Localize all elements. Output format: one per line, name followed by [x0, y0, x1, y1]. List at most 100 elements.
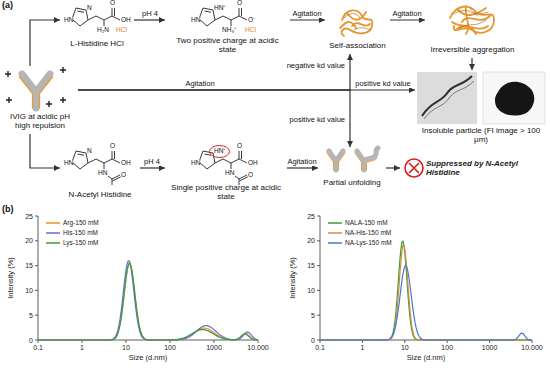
particle-image: Insoluble particle (FI image > 100 μm)	[417, 126, 545, 144]
atom-label: O	[237, 143, 242, 150]
molecule-label: Two positive charge at acidic state	[167, 36, 288, 54]
tick-label: 0	[311, 337, 315, 344]
connector-arrow	[134, 19, 165, 20]
bond-lines	[199, 151, 248, 185]
particle-filament	[424, 81, 474, 119]
atom-label: O	[248, 172, 253, 179]
connector-arrow	[30, 20, 60, 66]
legend-line	[46, 230, 60, 236]
antibody-pair	[327, 148, 378, 170]
atom-label: HN	[225, 170, 234, 177]
connector-arrow	[386, 167, 400, 168]
tick-label: 20	[25, 237, 33, 244]
legend-text: Lys-150 mM	[63, 240, 99, 247]
atom-label: HN⁺	[214, 5, 225, 12]
molecule	[72, 151, 121, 185]
molecule-label: L-Histidine HCl	[70, 39, 123, 48]
blocked-circle	[405, 159, 423, 177]
atom-label: HN	[191, 160, 200, 167]
tick-label: 10	[25, 287, 33, 294]
arrow-label: positive kd value	[289, 116, 346, 124]
atom-label: O	[237, 0, 242, 7]
connector-arrow	[78, 90, 350, 147]
atom-label: N	[87, 148, 92, 155]
antibody-outline	[327, 153, 345, 170]
connector-arrow	[140, 167, 165, 168]
connector-arrow	[290, 19, 325, 20]
legend-line	[328, 243, 342, 245]
tick-label: 25	[25, 213, 33, 220]
legend-line	[46, 220, 60, 226]
axis-title: Intensity (%)	[7, 257, 15, 299]
aggregate-strand	[340, 10, 372, 36]
atom-label: O	[121, 172, 126, 179]
legend-line	[46, 223, 60, 225]
data-curve	[320, 241, 532, 340]
atom-label: OH	[248, 160, 258, 167]
connector-arrow	[390, 19, 425, 20]
legend-line	[328, 233, 342, 235]
legend-text: NA-His-150 mM	[345, 230, 391, 237]
legend-line	[328, 230, 342, 236]
antibody-body	[329, 151, 343, 170]
antibody-body	[22, 74, 50, 108]
arrow-label: Agitation	[391, 10, 422, 18]
bond-lines	[72, 8, 120, 26]
legend-row: NA-His-150 mM	[328, 230, 391, 237]
molecule	[72, 8, 120, 26]
data-curve	[320, 266, 532, 340]
legend-row: His-150 mM	[46, 230, 98, 237]
axis-title: Size (d.nm)	[407, 354, 445, 362]
connector-arrow	[471, 58, 472, 70]
atom-label: HN	[98, 170, 107, 177]
atom-label: OH	[121, 17, 131, 24]
arrow-label: Agitation	[184, 80, 215, 88]
axis-title: Size (d.nm)	[129, 354, 167, 362]
molecule-label: Single positive charge at acidic state	[167, 183, 285, 201]
atom-label: HN⁺	[214, 148, 225, 155]
molecule-label: N-Acetyl Histidine	[68, 190, 131, 199]
blocked-symbol	[405, 159, 423, 177]
tick-label: 10	[122, 344, 130, 351]
atom-label: HN	[64, 17, 73, 24]
molecule	[199, 151, 248, 185]
legend-line	[46, 243, 60, 245]
stage-label: Irreversible aggregation	[430, 45, 514, 54]
atom-label: OH	[121, 160, 131, 167]
data-curve	[38, 261, 258, 340]
atom-label: H₂N	[97, 27, 109, 34]
atom-label: HN	[191, 17, 200, 24]
arrow-label: pH 4	[141, 10, 159, 18]
tick-label: 20	[307, 237, 315, 244]
atom-label: HN	[64, 160, 73, 167]
plus-charges	[5, 67, 66, 107]
chart-curves	[38, 241, 532, 340]
micrograph	[483, 72, 545, 124]
node-box: IVIG at acidic pH high repulsion	[2, 66, 78, 134]
atom-label: O	[110, 143, 115, 150]
particle-blob	[495, 82, 534, 116]
connector-arrow	[78, 54, 350, 90]
particle-filament	[422, 76, 472, 116]
legend-text: Arg-150 mM	[63, 220, 99, 227]
arrow-label: negative kd value	[286, 62, 346, 70]
tick-label: 25	[307, 213, 315, 220]
aggregate-blob	[340, 10, 372, 36]
tick-label: 1	[80, 344, 84, 351]
outcome-label: Suppressed by N-Acetyl Histidine	[426, 159, 546, 177]
bond-lines	[72, 151, 121, 185]
arrow-label: Agitation	[291, 10, 322, 18]
tick-label: 100	[441, 344, 453, 351]
legend-text: NA-Lys-150 mM	[345, 240, 392, 247]
axis-title: Intensity (%)	[289, 257, 297, 299]
tick-label: 1	[360, 344, 364, 351]
panel-letter: (a)	[2, 1, 13, 10]
legend-row: NA-Lys-150 mM	[328, 240, 392, 247]
legend-line	[46, 240, 60, 246]
atom-label: O	[110, 0, 115, 7]
tick-label: 10.000	[521, 344, 542, 351]
atom-label: NH₃⁺	[222, 27, 236, 34]
aggregate-blob	[450, 6, 494, 34]
node-box: Insoluble particle (FI image > 100 μm)	[415, 70, 547, 148]
